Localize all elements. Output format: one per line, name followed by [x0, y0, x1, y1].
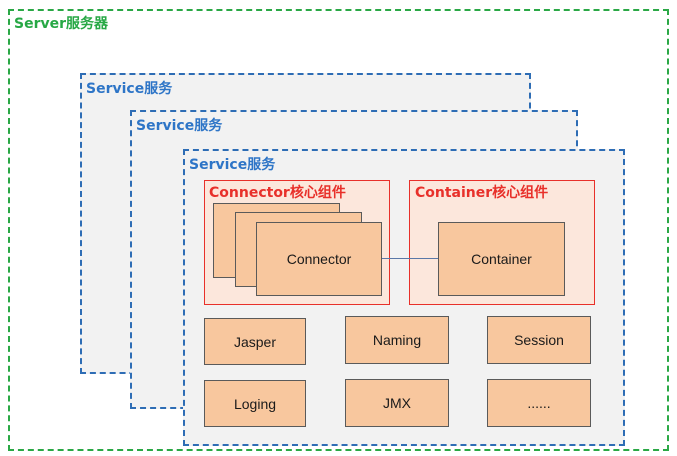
connector-box: Connector [256, 222, 382, 296]
component-jasper: Jasper [204, 318, 306, 365]
connector-core-label: Connector核心组件 [209, 185, 346, 201]
component-more: ...... [487, 379, 591, 427]
component-jmx: JMX [345, 379, 449, 427]
container-core-label: Container核心组件 [415, 185, 549, 201]
component-session: Session [487, 316, 591, 364]
component-loging: Loging [204, 380, 306, 427]
container-box: Container [438, 222, 565, 296]
component-naming: Naming [345, 316, 449, 364]
service-label-middle: Service服务 [136, 118, 223, 134]
service-label-back: Service服务 [86, 81, 173, 97]
service-label-front: Service服务 [189, 157, 276, 173]
server-label: Server服务器 [14, 16, 109, 32]
connector-container-link [382, 258, 438, 259]
